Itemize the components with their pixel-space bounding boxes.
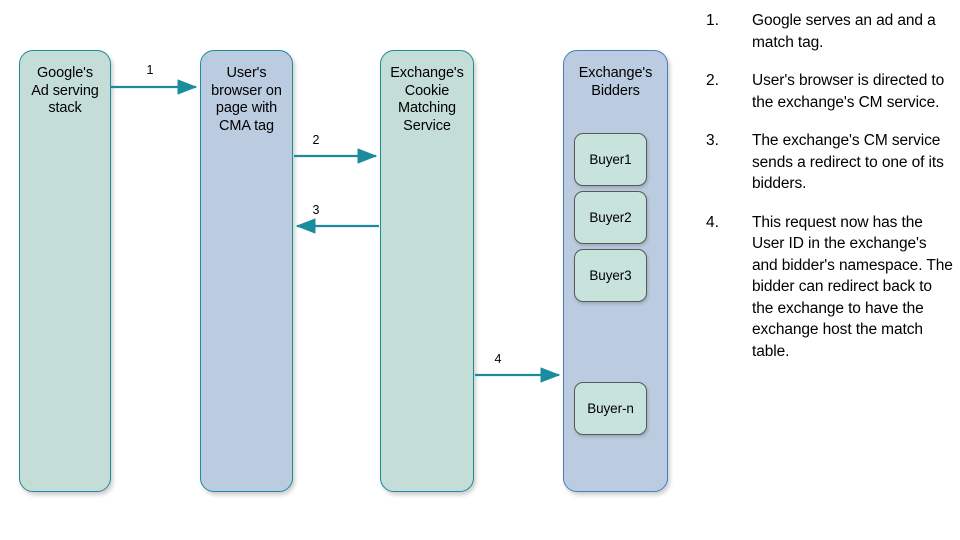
buyer-label-2: Buyer2 bbox=[589, 210, 632, 225]
arrow-label-1: 1 bbox=[146, 63, 154, 77]
buyer-box-1[interactable]: Buyer1 bbox=[574, 133, 647, 186]
buyer-box-2[interactable]: Buyer2 bbox=[574, 191, 647, 244]
step-item-2: 2. User's browser is directed to the exc… bbox=[706, 70, 954, 113]
step-item-1: 1. Google serves an ad and a match tag. bbox=[706, 10, 954, 53]
arrow-label-4: 4 bbox=[494, 352, 502, 366]
steps-list: 1. Google serves an ad and a match tag. … bbox=[706, 10, 954, 379]
buyer-label-1: Buyer1 bbox=[589, 152, 632, 167]
buyer-label-3: Buyer3 bbox=[589, 268, 632, 283]
step-text-2: User's browser is directed to the exchan… bbox=[752, 72, 945, 111]
step-number-3: 3. bbox=[706, 132, 719, 149]
buyer-box-n[interactable]: Buyer-n bbox=[574, 382, 647, 435]
arrow-label-2: 2 bbox=[312, 133, 320, 147]
step-text-3: The exchange's CM service sends a redire… bbox=[752, 132, 944, 192]
step-item-3: 3. The exchange's CM service sends a red… bbox=[706, 130, 954, 195]
buyer-label-n: Buyer-n bbox=[587, 401, 634, 416]
step-item-4: 4. This request now has the User ID in t… bbox=[706, 212, 954, 363]
step-number-1: 1. bbox=[706, 12, 719, 29]
buyer-box-3[interactable]: Buyer3 bbox=[574, 249, 647, 302]
step-text-1: Google serves an ad and a match tag. bbox=[752, 12, 936, 51]
step-number-2: 2. bbox=[706, 72, 719, 89]
step-text-4: This request now has the User ID in the … bbox=[752, 213, 953, 360]
arrow-label-3: 3 bbox=[312, 203, 320, 217]
step-number-4: 4. bbox=[706, 213, 719, 231]
